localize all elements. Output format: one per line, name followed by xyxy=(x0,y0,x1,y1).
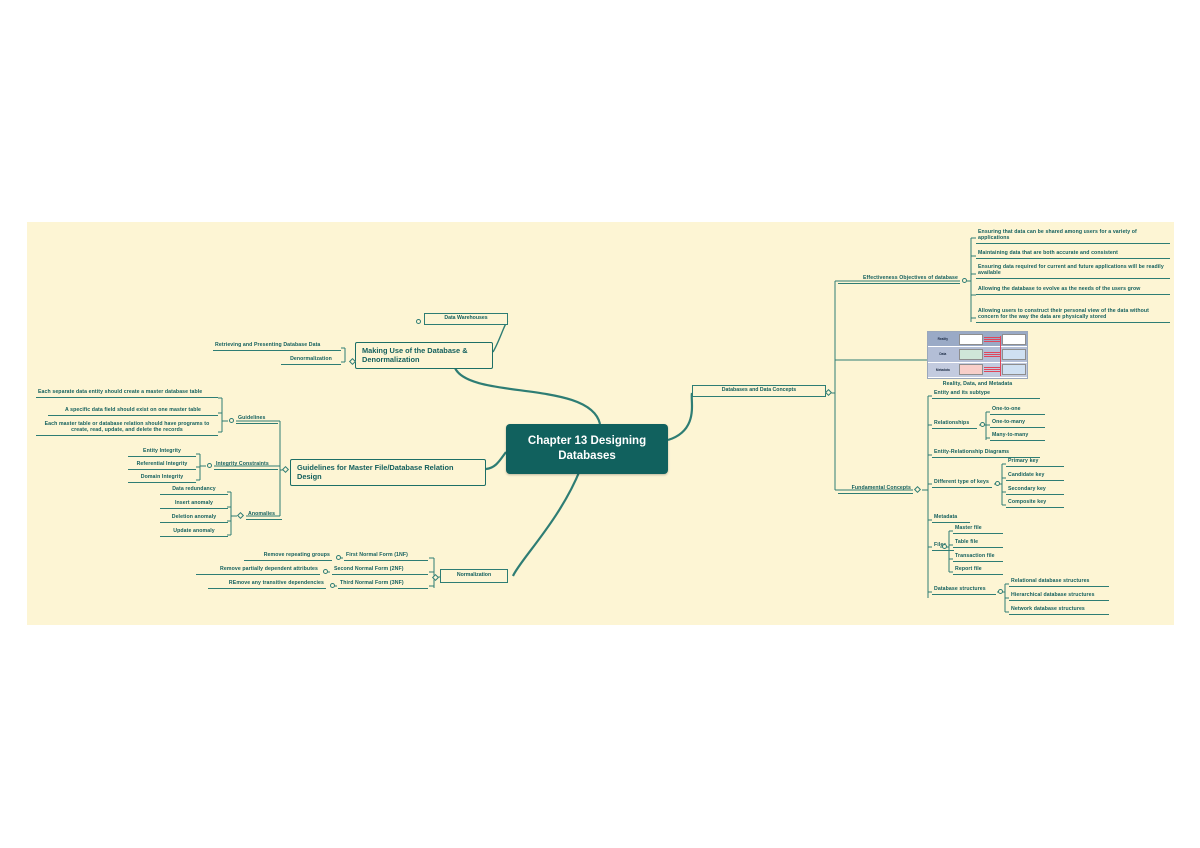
anomaly-item-insert[interactable]: Insert anomaly xyxy=(160,500,228,509)
relationship-item-one-to-many[interactable]: One-to-many xyxy=(990,419,1045,428)
thumb-bars xyxy=(983,350,1001,359)
thumb-card xyxy=(958,348,983,360)
thumb-bars xyxy=(983,335,1001,344)
node-metadata[interactable]: Metadata xyxy=(932,514,970,523)
anomaly-item-data-redundancy[interactable]: Data redundancy xyxy=(160,486,228,495)
node-database-structures[interactable]: Database structures xyxy=(932,586,996,595)
node-relationships[interactable]: Relationships xyxy=(932,420,977,429)
thumb-row-label: Reality xyxy=(937,337,949,342)
thumb-row-label: Data xyxy=(939,352,947,357)
normal-rule-3nf[interactable]: REmove any transitive dependencies xyxy=(208,580,326,589)
key-item-candidate[interactable]: Candidate key xyxy=(1006,472,1064,481)
effectiveness-item-4[interactable]: Allowing the database to evolve as the n… xyxy=(976,286,1170,295)
node-anomalies[interactable]: Anomalies xyxy=(246,511,282,520)
normal-form-2nf[interactable]: Second Normal Form (2NF) xyxy=(332,566,428,575)
normal-rule-1nf[interactable]: Remove repeating groups xyxy=(244,552,332,561)
file-item-report[interactable]: Report file xyxy=(953,566,1003,575)
node-denormalization[interactable]: Denormalization xyxy=(281,356,341,365)
file-item-transaction[interactable]: Transaction file xyxy=(953,553,1003,562)
thumb-card xyxy=(958,364,983,376)
integrity-item-referential[interactable]: Referential Integrity xyxy=(128,461,196,470)
anomaly-item-deletion[interactable]: Deletion anomaly xyxy=(160,514,228,523)
guideline-item-3[interactable]: Each master table or database relation s… xyxy=(36,421,218,436)
integrity-item-domain[interactable]: Domain Integrity xyxy=(128,474,196,483)
relationship-item-one-to-one[interactable]: One-to-one xyxy=(990,406,1045,415)
relationship-item-many-to-many[interactable]: Many-to-many xyxy=(990,432,1045,441)
file-item-table[interactable]: Table file xyxy=(953,539,1003,548)
collapse-marker-files[interactable] xyxy=(942,544,947,549)
node-effectiveness-objectives[interactable]: Effectiveness Objectives of database xyxy=(838,275,960,284)
image-node-reality-data-metadata[interactable]: Reality Data Metadata xyxy=(927,331,1028,379)
collapse-marker-3nf[interactable] xyxy=(330,583,335,588)
normal-form-3nf[interactable]: Third Normal Form (3NF) xyxy=(338,580,428,589)
anomaly-item-update[interactable]: Update anomaly xyxy=(160,528,228,537)
file-item-master[interactable]: Master file xyxy=(953,525,1003,534)
db-structure-hierarchical[interactable]: Hierarchical database structures xyxy=(1009,592,1109,601)
branch-guidelines-master-file[interactable]: Guidelines for Master File/Database Rela… xyxy=(290,459,486,487)
node-guidelines-group[interactable]: Guidelines xyxy=(236,415,278,424)
key-item-primary[interactable]: Primary key xyxy=(1006,458,1064,467)
integrity-item-entity[interactable]: Entity Integrity xyxy=(128,448,196,457)
thumb-row-metadata: Metadata xyxy=(928,362,1027,378)
root-node[interactable]: Chapter 13 Designing Databases xyxy=(506,424,668,474)
normal-rule-2nf[interactable]: Remove partially dependent attributes xyxy=(196,566,320,575)
branch-normalization[interactable]: Normalization xyxy=(440,569,508,583)
thumb-card xyxy=(1002,333,1026,345)
image-node-caption: Reality, Data, and Metadata xyxy=(942,381,1013,387)
node-entity-and-subtype[interactable]: Entity and its subtype xyxy=(932,390,1040,399)
node-files[interactable]: Files xyxy=(932,542,954,551)
collapse-marker-integrity[interactable] xyxy=(207,463,212,468)
node-fundamental-concepts[interactable]: Fundamental Concepts xyxy=(838,485,913,494)
node-integrity-constraints[interactable]: Integrity Constraints xyxy=(214,461,278,470)
effectiveness-item-5[interactable]: Allowing users to construct their person… xyxy=(976,308,1170,323)
db-structure-relational[interactable]: Relational database structures xyxy=(1009,578,1109,587)
node-retrieving-presenting-data[interactable]: Retrieving and Presenting Database Data xyxy=(213,342,341,351)
thumb-bars xyxy=(983,365,1001,374)
normal-form-1nf[interactable]: First Normal Form (1NF) xyxy=(344,552,428,561)
key-item-secondary[interactable]: Secondary key xyxy=(1006,486,1064,495)
thumb-card xyxy=(1002,364,1026,376)
guideline-item-1[interactable]: Each separate data entity should create … xyxy=(36,389,218,398)
key-item-composite[interactable]: Composite key xyxy=(1006,499,1064,508)
thumb-card xyxy=(1002,348,1026,360)
collapse-marker-data-warehouses[interactable] xyxy=(416,319,421,324)
guideline-item-2[interactable]: A specific data field should exist on on… xyxy=(48,407,218,416)
thumb-vertical-link xyxy=(1000,336,1001,376)
thumb-row-data: Data xyxy=(928,347,1027,363)
collapse-marker-relationships[interactable] xyxy=(980,422,985,427)
node-entity-relationship-diagrams[interactable]: Entity-Relationship Diagrams xyxy=(932,449,1040,458)
branch-making-use-of-database[interactable]: Making Use of the Database & Denormaliza… xyxy=(355,342,493,370)
collapse-marker-1nf[interactable] xyxy=(336,555,341,560)
collapse-marker-keys[interactable] xyxy=(995,481,1000,486)
collapse-marker-database-structures[interactable] xyxy=(998,589,1003,594)
collapse-marker-2nf[interactable] xyxy=(323,569,328,574)
effectiveness-item-2[interactable]: Maintaining data that are both accurate … xyxy=(976,250,1170,259)
node-data-warehouses[interactable]: Data Warehouses xyxy=(424,313,508,325)
effectiveness-item-1[interactable]: Ensuring that data can be shared among u… xyxy=(976,229,1170,244)
db-structure-network[interactable]: Network database structures xyxy=(1009,606,1109,615)
thumb-row-label: Metadata xyxy=(935,367,950,372)
collapse-marker-guidelines-group[interactable] xyxy=(229,418,234,423)
effectiveness-item-3[interactable]: Ensuring data required for current and f… xyxy=(976,264,1170,279)
node-different-type-of-keys[interactable]: Different type of keys xyxy=(932,479,992,488)
branch-databases-and-data-concepts[interactable]: Databases and Data Concepts xyxy=(692,385,826,397)
thumb-row-reality: Reality xyxy=(928,332,1027,348)
thumb-card xyxy=(958,333,983,345)
collapse-marker-effectiveness[interactable] xyxy=(962,278,967,283)
